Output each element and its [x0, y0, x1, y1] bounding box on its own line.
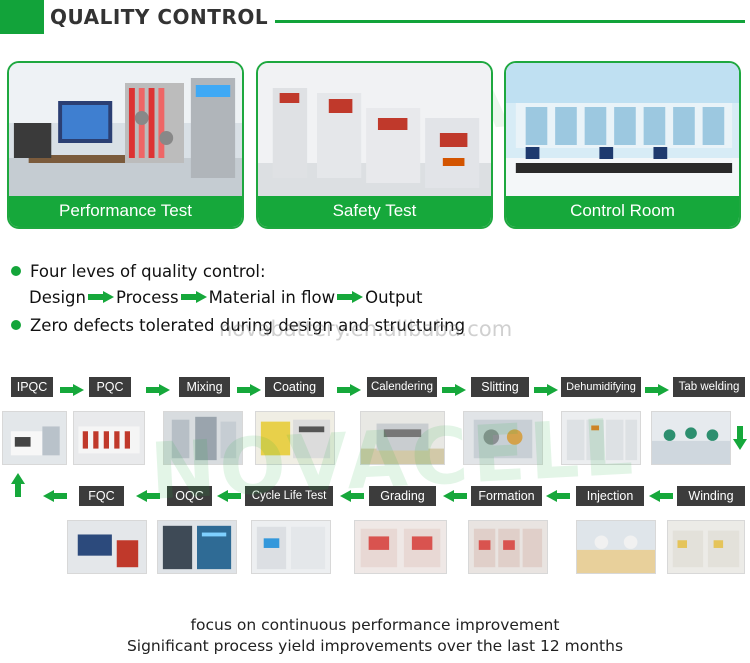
arrow-right-icon [534, 384, 558, 396]
arrow-left-icon [443, 490, 467, 502]
bullet-text-1: Four leves of quality control: [30, 262, 266, 281]
flow-step-design: Design [29, 288, 86, 307]
arrow-right-icon [442, 384, 466, 396]
bullet-line-1: Four leves of quality control: [11, 262, 266, 281]
step-label-fqc: FQC [79, 486, 124, 506]
flow-step-output: Output [365, 288, 423, 307]
arrow-left-icon [217, 490, 241, 502]
arrow-right-icon [180, 291, 207, 303]
footer-line-1: focus on continuous performance improvem… [190, 616, 560, 634]
flow-step-material: Material in flow [208, 288, 336, 307]
thumb-oqc [157, 520, 237, 574]
thumb-injection [576, 520, 656, 574]
step-label-grading: Grading [369, 486, 436, 506]
footer-line-2: Significant process yield improvements o… [126, 637, 624, 655]
step-label-winding: Winding [677, 486, 745, 506]
thumb-formation [468, 520, 548, 574]
performance-test-photo [9, 63, 242, 200]
card-performance-test: Performance Test [7, 61, 244, 229]
step-label-tab-welding: Tab welding [673, 377, 745, 397]
thumb-fqc [67, 520, 147, 574]
thumb-tab-welding [651, 411, 731, 465]
step-label-formation: Formation [471, 486, 542, 506]
arrow-right-icon [237, 384, 261, 396]
control-room-photo [506, 63, 739, 200]
header-rule [275, 20, 745, 23]
arrow-right-icon [87, 291, 114, 303]
arrow-left-icon [43, 490, 67, 502]
step-label-injection: Injection [576, 486, 644, 506]
card-label-control-room: Control Room [506, 196, 739, 227]
thumb-calendering [360, 411, 445, 465]
thumb-mixing [163, 411, 243, 465]
step-label-slitting: Slitting [471, 377, 529, 397]
arrow-down-icon [733, 426, 747, 450]
quality-flow-line: Design Process Material in flow Output [29, 288, 422, 307]
arrow-left-icon [340, 490, 364, 502]
arrow-left-icon [649, 490, 673, 502]
thumb-winding [667, 520, 745, 574]
bullet-line-3: Zero defects tolerated during design and… [11, 316, 465, 335]
url-watermark: novabattery.en.alibaba.com [219, 317, 513, 341]
bullet-dot-icon [11, 266, 21, 276]
arrow-right-icon [645, 384, 669, 396]
thumb-cycle-life-test [251, 520, 331, 574]
step-label-oqc: OQC [167, 486, 212, 506]
arrow-right-icon [337, 291, 364, 303]
arrow-right-icon [60, 384, 84, 396]
card-safety-test: Safety Test [256, 61, 493, 229]
bullet-text-3: Zero defects tolerated during design and… [30, 316, 466, 335]
step-label-dehumidifying: Dehumidifying [561, 377, 641, 397]
thumb-slitting [463, 411, 543, 465]
flow-step-process: Process [115, 288, 179, 307]
page-title: QUALITY CONTROL [50, 5, 269, 29]
card-label-performance-test: Performance Test [9, 196, 242, 227]
arrow-left-icon [136, 490, 160, 502]
arrow-up-icon [11, 473, 25, 497]
step-label-calendering: Calendering [367, 377, 437, 397]
thumb-dehumidifying [561, 411, 641, 465]
thumb-ipqc [2, 411, 67, 465]
step-label-ipqc: IPQC [11, 377, 53, 397]
thumb-pqc [73, 411, 145, 465]
step-label-pqc: PQC [89, 377, 131, 397]
step-label-coating: Coating [265, 377, 324, 397]
arrow-right-icon [146, 384, 170, 396]
safety-test-photo [258, 63, 491, 200]
bullet-dot-icon [11, 320, 21, 330]
step-label-mixing: Mixing [179, 377, 230, 397]
arrow-right-icon [337, 384, 361, 396]
arrow-left-icon [546, 490, 570, 502]
thumb-grading [354, 520, 447, 574]
card-control-room: Control Room [504, 61, 741, 229]
step-label-cycle-life-test: Cycle Life Test [245, 486, 333, 506]
card-label-safety-test: Safety Test [258, 196, 491, 227]
header-accent-block [0, 0, 44, 34]
thumb-coating [255, 411, 335, 465]
